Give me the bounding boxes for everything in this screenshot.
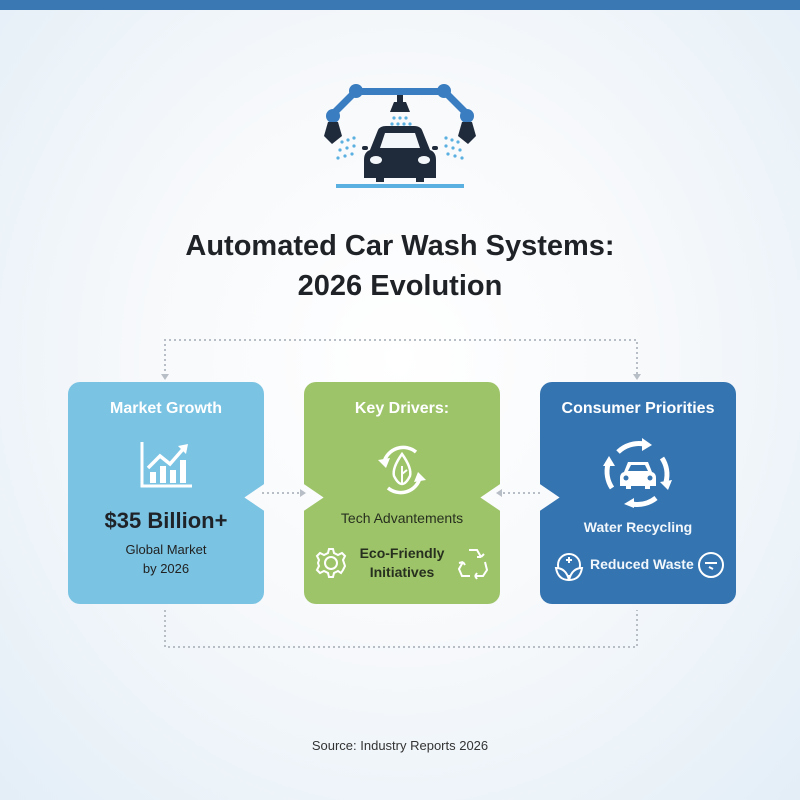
market-value: $35 Billion+ (104, 508, 228, 533)
key-drivers-card: Key Drivers: Tech Advantements Eco-Frien… (304, 382, 500, 604)
filter-circle-icon (698, 552, 724, 578)
water-recycling-text: Water Recycling (583, 519, 693, 535)
card-title: Key Drivers: (354, 400, 450, 417)
eco-line-2: Initiatives (369, 564, 435, 580)
tech-advantages-text: Tech Advantements (340, 510, 464, 526)
consumer-priorities-card: Consumer Priorities Water Recycling Redu… (540, 382, 736, 604)
title-line-2: 2026 Evolution (297, 270, 503, 302)
leaf-circle-icon (554, 553, 584, 582)
market-sub-line-2: by 2026 (142, 561, 190, 576)
car-wash-robotic-arms-icon (324, 84, 476, 188)
reduced-waste-text: Reduced Waste (590, 556, 694, 572)
page-title: Automated Car Wash Systems: 2026 Evoluti… (0, 226, 800, 306)
market-sub-line-1: Global Market (125, 542, 207, 557)
card-title: Market Growth (109, 400, 222, 417)
recycle-leaf-icon (378, 445, 426, 495)
title-line-1: Automated Car Wash Systems: (185, 230, 615, 262)
gear-icon (315, 548, 347, 578)
market-growth-card: Market Growth $35 Billion+ Global Market… (68, 382, 264, 604)
card-title: Consumer Priorities (561, 400, 715, 417)
eco-friendly-row: Eco-Friendly Initiatives (304, 542, 500, 586)
top-accent-bar (0, 0, 800, 10)
car-cycle-icon (603, 438, 672, 508)
source-note: Source: Industry Reports 2026 (311, 738, 489, 753)
eco-line-1: Eco-Friendly (359, 545, 445, 561)
growth-chart-icon (140, 442, 192, 488)
recycle-icon (457, 549, 489, 580)
eco-friendly-text: Eco-Friendly Initiatives (344, 544, 460, 582)
reduced-waste-row: Reduced Waste (540, 546, 736, 582)
